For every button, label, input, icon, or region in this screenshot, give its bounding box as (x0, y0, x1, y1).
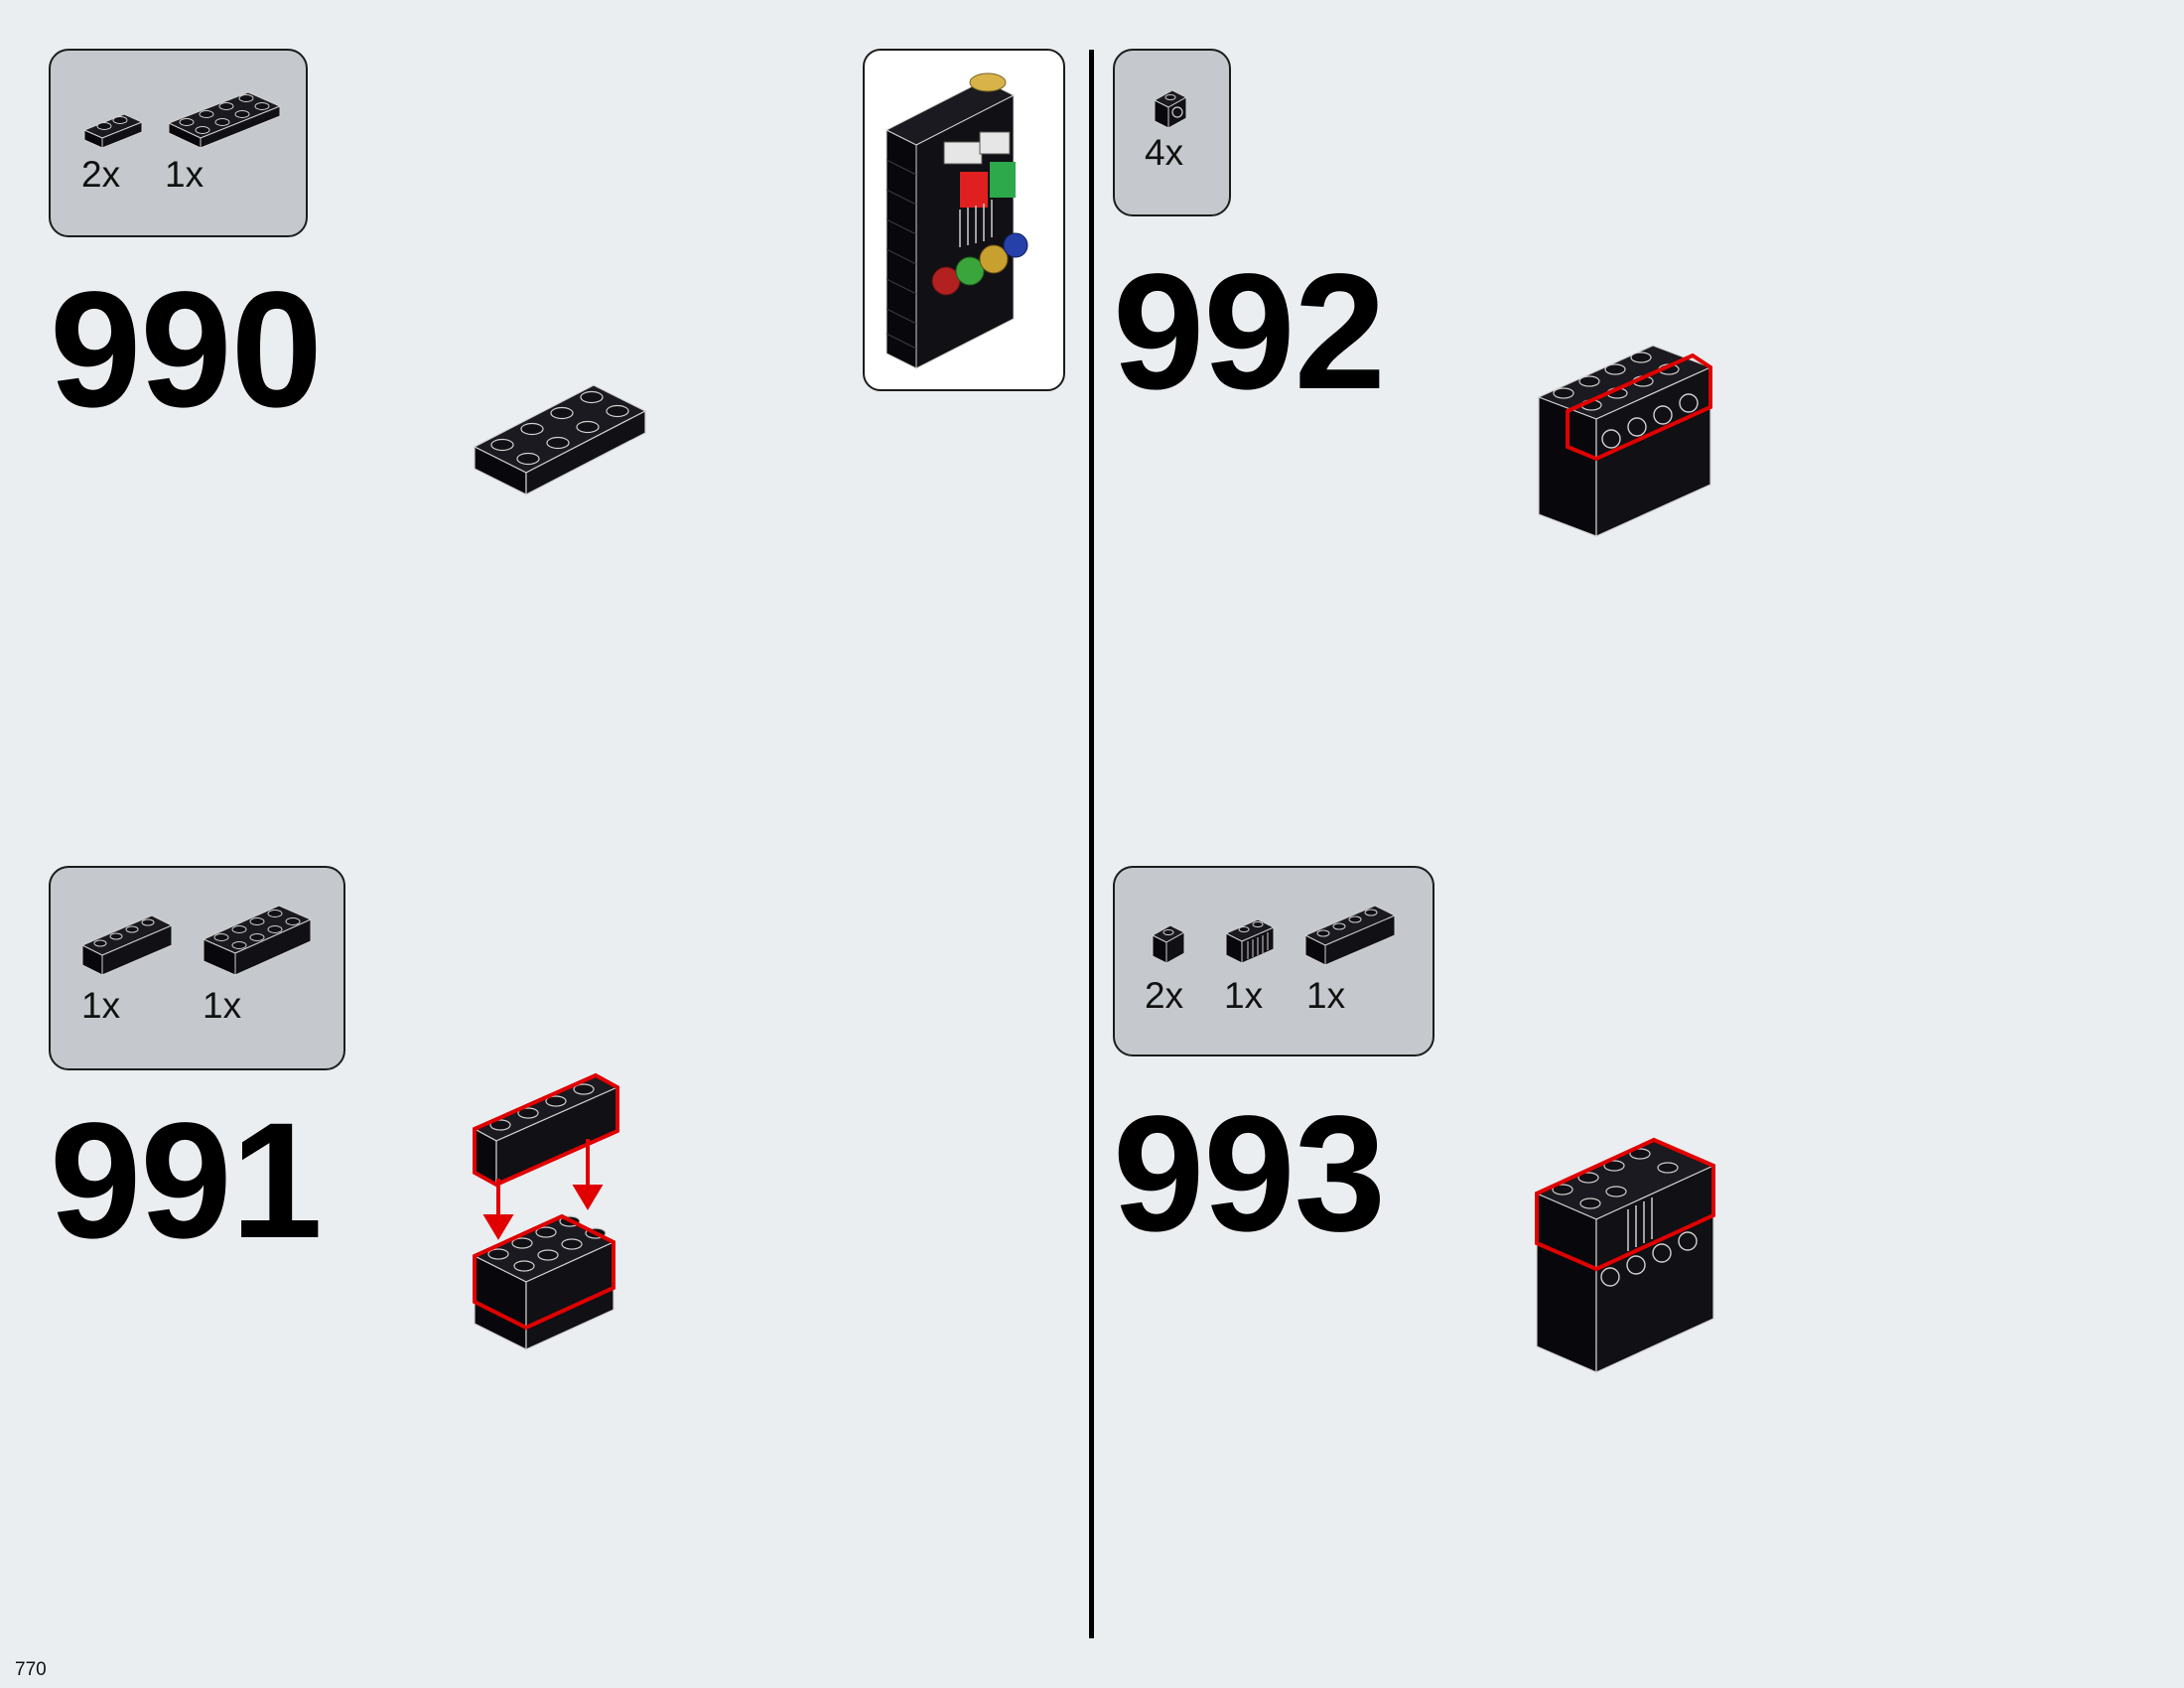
submodel-callout (863, 49, 1065, 391)
part-quantity: 4x (1145, 132, 1184, 173)
step-number: 991 (50, 1089, 323, 1273)
submodel-assembly-icon (885, 72, 1028, 369)
step-number: 990 (50, 258, 323, 442)
parts-box-step-990: 2x 1x (49, 49, 308, 237)
part-quantity: 1x (1224, 975, 1264, 1016)
part-quantity: 1x (81, 985, 121, 1026)
part-quantity: 2x (81, 154, 121, 195)
part-quantity: 1x (165, 154, 205, 195)
page-number: 770 (15, 1659, 47, 1680)
build-illustration-step-992 (1537, 345, 1712, 537)
build-illustration-step-991 (473, 1072, 619, 1350)
build-illustration-step-993 (1535, 1137, 1715, 1373)
part-quantity: 1x (203, 985, 242, 1026)
step-number: 992 (1113, 240, 1386, 424)
page-divider (1089, 50, 1094, 1638)
placement-arrow-icon (482, 1139, 604, 1240)
parts-box-step-992: 4x (1113, 49, 1231, 216)
part-quantity: 1x (1306, 975, 1346, 1016)
parts-box-step-993: 2x 1x 1x (1113, 866, 1434, 1056)
build-illustration-step-990 (473, 384, 647, 495)
parts-box-step-991: 1x 1x (49, 866, 345, 1070)
step-number: 993 (1113, 1082, 1386, 1266)
part-quantity: 2x (1145, 975, 1184, 1016)
